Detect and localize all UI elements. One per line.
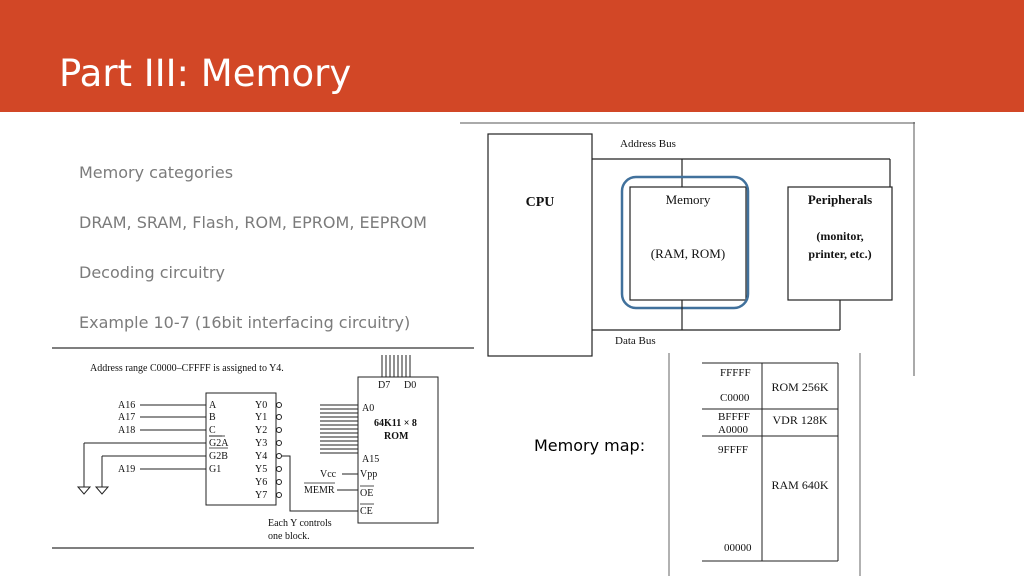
cpu-box	[487, 133, 593, 357]
input-label-a18: A18	[118, 425, 135, 436]
bullet-item: Memory categories	[79, 163, 234, 182]
memr-label: MEMR	[304, 485, 335, 496]
addr-fffff: FFFFF	[720, 367, 751, 379]
slide-title: Part III: Memory	[59, 52, 352, 95]
rom-pin-a15: A15	[362, 454, 379, 465]
rom-pin-d0: D0	[404, 380, 416, 391]
addr-c0000: C0000	[720, 392, 750, 404]
output-y0: Y0	[255, 400, 267, 411]
peripherals-sublabel-2: printer, etc.)	[808, 247, 871, 261]
peripherals-sublabel-1: (monitor,	[816, 229, 863, 243]
input-label-a17: A17	[118, 412, 135, 423]
rom-label-sub: ROM	[384, 431, 409, 442]
pin-g2b: G2B	[209, 451, 228, 462]
pin-a: A	[209, 400, 217, 411]
addr-9ffff: 9FFFF	[718, 444, 748, 456]
bullet-item: DRAM, SRAM, Flash, ROM, EPROM, EEPROM	[79, 213, 427, 232]
rom-chip	[357, 376, 439, 524]
output-y3: Y3	[255, 438, 267, 449]
rom-pin-d7: D7	[378, 380, 390, 391]
rom-region: ROM 256K	[771, 380, 828, 394]
note-line-2: one block.	[268, 531, 310, 542]
memory-map-label: Memory map:	[534, 436, 646, 455]
addr-bffff: BFFFF	[718, 411, 750, 423]
output-y1: Y1	[255, 412, 267, 423]
data-bus-label: Data Bus	[615, 335, 656, 347]
input-label-a19: A19	[118, 464, 135, 475]
rom-pin-a0: A0	[362, 403, 374, 414]
bullet-item: Example 10-7 (16bit interfacing circuitr…	[79, 313, 411, 332]
memory-map-diagram: FFFFF C0000 BFFFF A0000 9FFFF 00000 ROM …	[668, 353, 862, 576]
rom-pin-oe: OE	[360, 488, 373, 499]
peripherals-label: Peripherals	[808, 192, 872, 207]
bullet-item: Decoding circuitry	[79, 263, 225, 282]
pin-b: B	[209, 412, 216, 423]
note-line-1: Each Y controls	[268, 518, 332, 529]
ground-icon	[76, 486, 92, 495]
rom-pin-vpp: Vpp	[360, 469, 377, 480]
ram-region: RAM 640K	[771, 478, 828, 492]
bullet-list: Memory categories DRAM, SRAM, Flash, ROM…	[79, 160, 459, 360]
addr-00000: 00000	[724, 542, 752, 554]
decoder-caption: Address range C0000–CFFFF is assigned to…	[90, 363, 284, 374]
input-label-a16: A16	[118, 400, 135, 411]
output-y2: Y2	[255, 425, 267, 436]
title-banner	[0, 0, 1024, 112]
output-y7: Y7	[255, 490, 267, 501]
decoder-circuit-diagram: Address range C0000–CFFFF is assigned to…	[52, 347, 474, 549]
ground-icon	[94, 486, 110, 495]
pin-c: C	[209, 425, 216, 436]
memory-box	[629, 186, 747, 301]
memory-highlight	[620, 175, 750, 310]
bus-block-diagram: Address Bus CPU Memory (RAM, ROM) Periph…	[460, 122, 915, 376]
output-y4: Y4	[255, 451, 267, 462]
vcc-label: Vcc	[320, 469, 337, 480]
memory-sublabel: (RAM, ROM)	[651, 246, 725, 261]
output-y5: Y5	[255, 464, 267, 475]
vdr-region: VDR 128K	[772, 413, 827, 427]
pin-g2a: G2A	[209, 438, 229, 449]
memory-label: Memory	[666, 192, 711, 207]
address-bus-label: Address Bus	[620, 138, 676, 150]
cpu-label: CPU	[526, 195, 555, 210]
decoder-chip	[205, 392, 277, 506]
rom-label: 64K11 × 8	[374, 418, 417, 429]
addr-a0000: A0000	[718, 424, 748, 436]
rom-pin-ce: CE	[360, 506, 373, 517]
output-y6: Y6	[255, 477, 267, 488]
pin-g1: G1	[209, 464, 221, 475]
